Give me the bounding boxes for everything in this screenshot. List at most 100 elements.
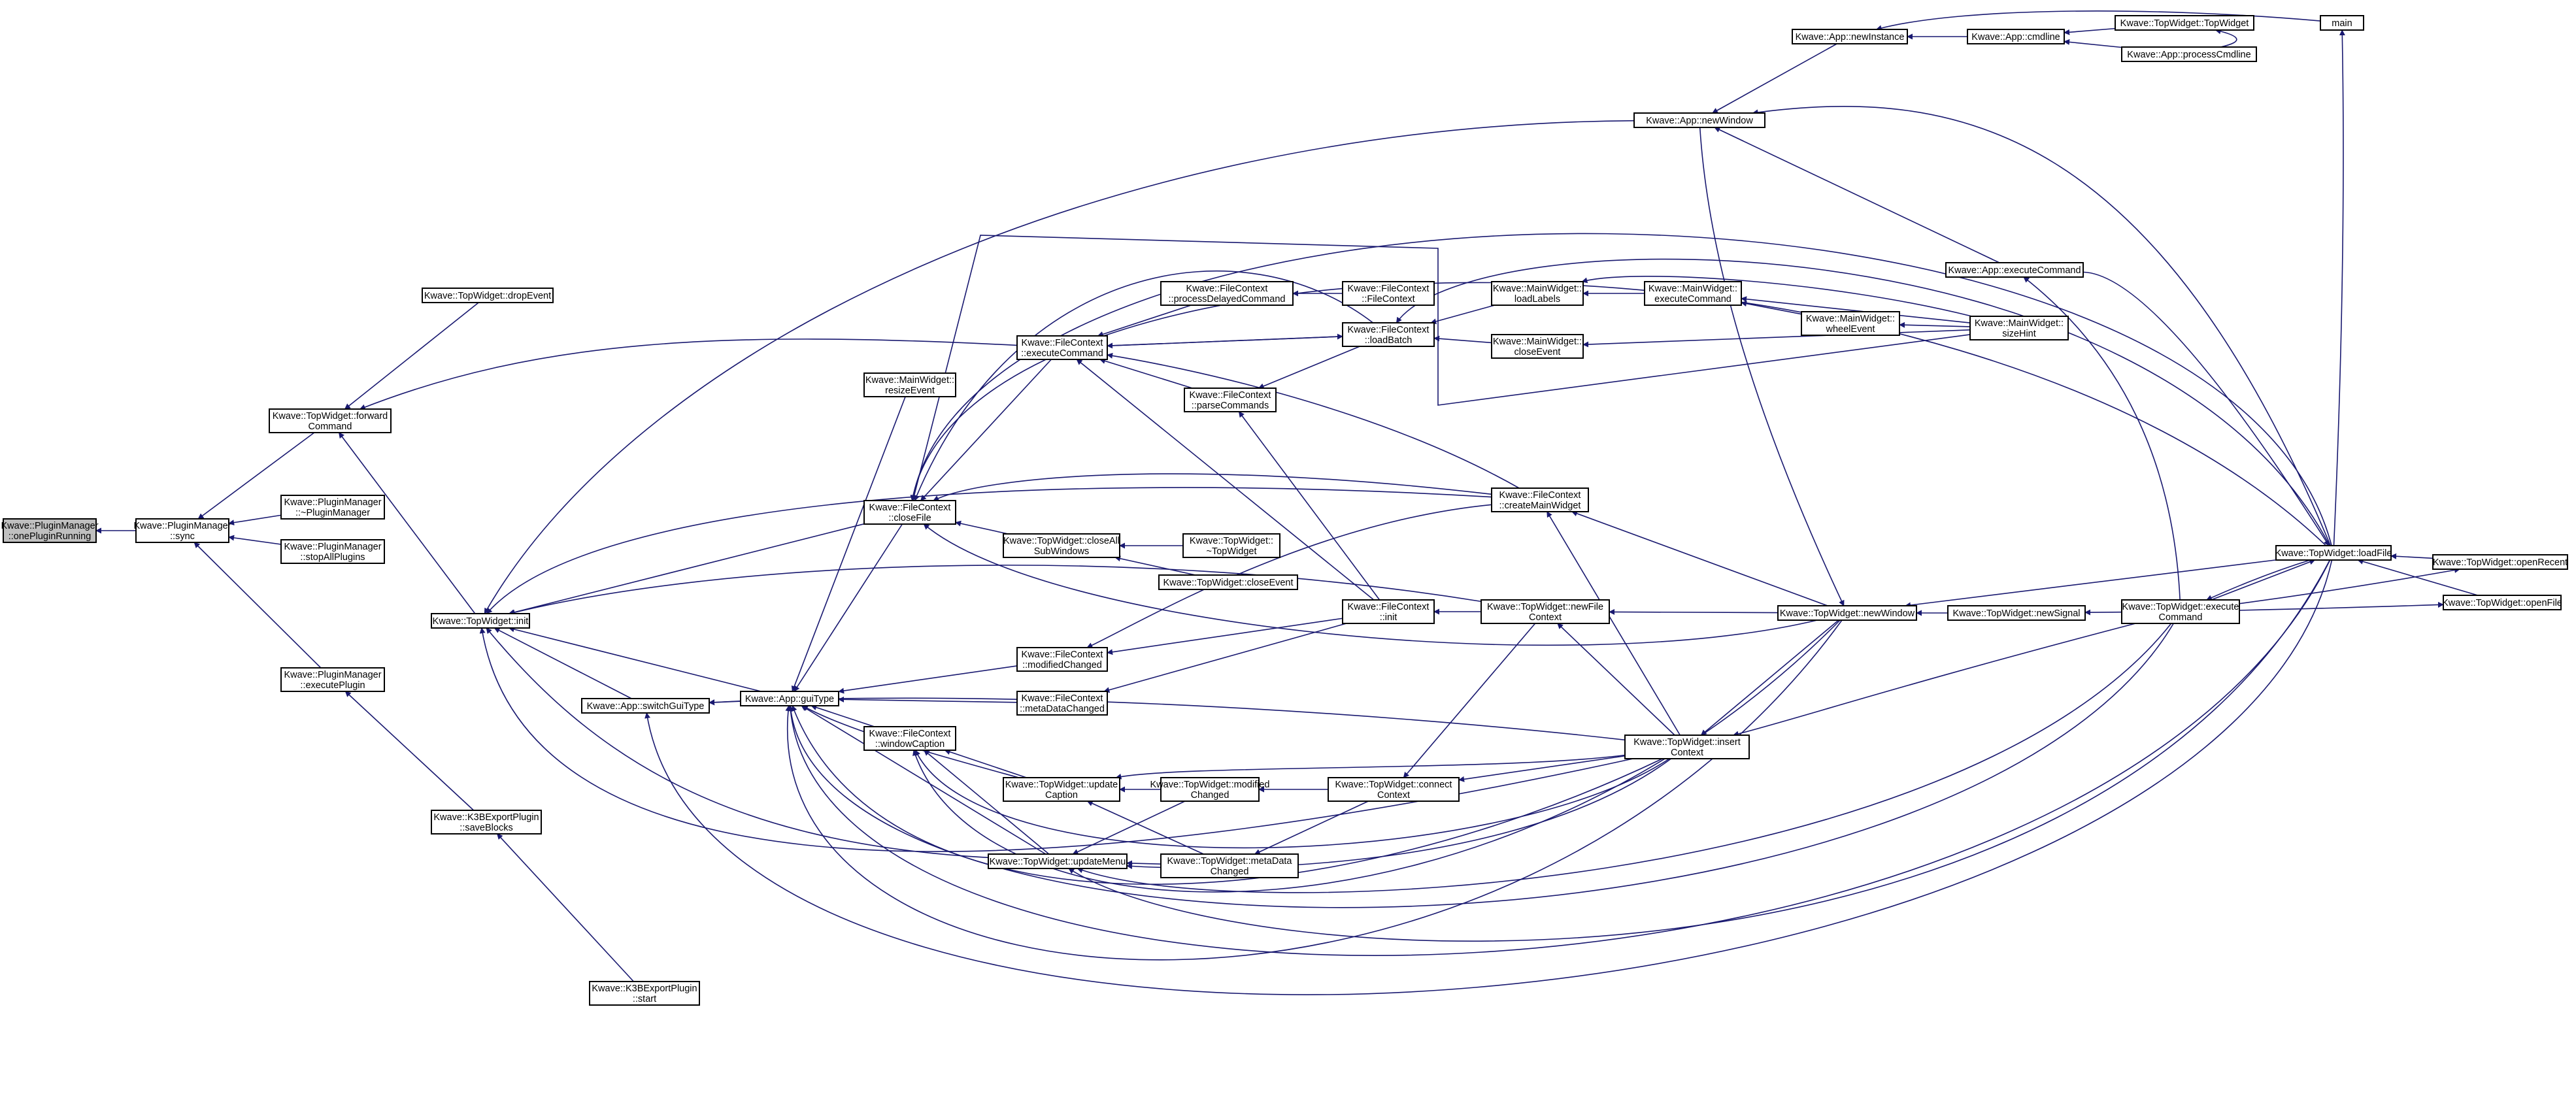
call-edge xyxy=(791,396,906,692)
node-mw-sizehint[interactable]: Kwave::MainWidget::sizeHint xyxy=(1969,316,2069,340)
call-edge xyxy=(1254,801,1369,855)
node-mw-exec[interactable]: Kwave::MainWidget::executeCommand xyxy=(1644,281,1742,306)
call-edge xyxy=(1700,620,1839,736)
node-label: ::executeCommand xyxy=(1021,348,1103,359)
node-label: Kwave::FileContext xyxy=(1022,338,1103,348)
node-tw-openrecent[interactable]: Kwave::TopWidget::openRecent xyxy=(2432,554,2568,570)
call-edge xyxy=(911,235,1971,501)
call-edge xyxy=(2064,39,2122,48)
node-onePluginRunning[interactable]: Kwave::PluginManager::onePluginRunning xyxy=(1,518,99,543)
node-tw-openfile[interactable]: Kwave::TopWidget::openFile xyxy=(2442,595,2562,610)
node-tw-metachg[interactable]: Kwave::TopWidget::metaDataChanged xyxy=(1160,853,1299,878)
call-edge xyxy=(1752,106,2332,546)
node-tw-dtor[interactable]: Kwave::TopWidget::~TopWidget xyxy=(1182,533,1280,558)
node-app-gui[interactable]: Kwave::App::guiType xyxy=(740,691,839,706)
call-edge xyxy=(479,627,1633,852)
call-edge xyxy=(1086,504,1492,648)
node-box xyxy=(422,288,554,303)
node-tw-execute[interactable]: Kwave::TopWidget::executeCommand xyxy=(2121,599,2240,624)
node-label: Kwave::K3BExportPlugin xyxy=(433,812,539,823)
call-edge xyxy=(486,487,1492,614)
node-label: Kwave::FileContext xyxy=(1022,650,1103,660)
call-edges xyxy=(95,10,2478,995)
call-edge xyxy=(910,282,2327,546)
node-fc-wincap[interactable]: Kwave::FileContext::windowCaption xyxy=(863,726,956,751)
node-app-newwin[interactable]: Kwave::App::newWindow xyxy=(1633,112,1765,128)
node-label: Kwave::FileContext xyxy=(1348,325,1430,335)
node-label: ::sync xyxy=(170,531,195,542)
node-app-proccmd[interactable]: Kwave::App::processCmdline xyxy=(2121,46,2257,62)
node-label: sizeHint xyxy=(2002,329,2036,339)
node-tw-init[interactable]: Kwave::TopWidget::init xyxy=(431,613,530,629)
node-fc-exec[interactable]: Kwave::FileContext::executeCommand xyxy=(1016,335,1108,360)
node-label: Kwave::TopWidget::newWindow xyxy=(1780,608,1915,619)
node-mw-wheel[interactable]: Kwave::MainWidget::wheelEvent xyxy=(1801,311,1900,336)
call-edge xyxy=(1396,258,2330,546)
node-tw-newsignal[interactable]: Kwave::TopWidget::newSignal xyxy=(1947,605,2086,621)
call-edge xyxy=(785,620,1843,961)
node-box xyxy=(135,518,229,543)
node-box xyxy=(3,518,97,543)
node-tw-updmenu[interactable]: Kwave::TopWidget::updateMenu xyxy=(988,853,1128,869)
node-fc-parse[interactable]: Kwave::FileContext::parseCommands xyxy=(1184,388,1277,412)
node-fc-createmw[interactable]: Kwave::FileContext::createMainWidget xyxy=(1491,487,1589,512)
node-fc-ctor[interactable]: Kwave::FileContext::FileContext xyxy=(1342,281,1435,306)
node-app-switch[interactable]: Kwave::App::switchGuiType xyxy=(581,698,710,714)
node-fc-procdel[interactable]: Kwave::FileContext::processDelayedComman… xyxy=(1160,281,1294,306)
node-box xyxy=(2443,595,2562,610)
node-pm-exec[interactable]: Kwave::PluginManager::executePlugin xyxy=(280,667,385,692)
node-mw-loadlabels[interactable]: Kwave::MainWidget::loadLabels xyxy=(1491,281,1584,306)
node-main[interactable]: main xyxy=(2320,15,2364,31)
node-pm-dtor[interactable]: Kwave::PluginManager::~PluginManager xyxy=(280,495,385,520)
node-label: ::loadBatch xyxy=(1365,335,1413,346)
call-edge xyxy=(944,749,1027,778)
node-label: Kwave::MainWidget:: xyxy=(1806,314,1895,324)
call-edge xyxy=(1099,358,1193,389)
node-k3b-start[interactable]: Kwave::K3BExportPlugin::start xyxy=(589,981,700,1006)
node-tw-modchg[interactable]: Kwave::TopWidget::modifiedChanged xyxy=(1150,777,1270,802)
node-tw-drop[interactable]: Kwave::TopWidget::dropEvent xyxy=(422,288,554,303)
call-edge xyxy=(1557,623,1675,736)
call-edge xyxy=(497,833,634,982)
node-fc-modchg[interactable]: Kwave::FileContext::modifiedChanged xyxy=(1016,647,1108,672)
node-label: Kwave::FileContext xyxy=(869,729,951,739)
node-box xyxy=(1342,281,1435,306)
node-fc-loadbatch[interactable]: Kwave::FileContext::loadBatch xyxy=(1342,322,1435,347)
call-edge xyxy=(838,665,1018,694)
node-tw-newwin[interactable]: Kwave::TopWidget::newWindow xyxy=(1777,605,1917,621)
node-app-cmdline[interactable]: Kwave::App::cmdline xyxy=(1967,29,2065,44)
node-label: Kwave::TopWidget::newFile xyxy=(1487,602,1603,612)
call-edge xyxy=(486,627,989,859)
call-edge xyxy=(788,623,2174,908)
node-tw-loadfile[interactable]: Kwave::TopWidget::loadFile xyxy=(2275,545,2392,561)
call-edge xyxy=(1905,559,2277,608)
node-pm-stop[interactable]: Kwave::PluginManager::stopAllPlugins xyxy=(280,539,385,564)
node-label: Changed xyxy=(1191,790,1229,801)
node-box xyxy=(2121,46,2257,62)
node-box xyxy=(863,372,956,397)
node-box xyxy=(431,613,530,629)
node-label: Kwave::App::cmdline xyxy=(1971,32,2060,42)
node-mw-close[interactable]: Kwave::MainWidget::closeEvent xyxy=(1491,334,1584,359)
node-tw-closeevt[interactable]: Kwave::TopWidget::closeEvent xyxy=(1158,574,1298,590)
node-fc-metachg[interactable]: Kwave::FileContext::metaDataChanged xyxy=(1016,691,1108,716)
node-mw-resize[interactable]: Kwave::MainWidget::resizeEvent xyxy=(863,372,956,397)
node-box xyxy=(1016,647,1108,672)
node-app-newinst[interactable]: Kwave::App::newInstance xyxy=(1792,29,1908,44)
call-edge xyxy=(484,120,1635,614)
node-label: Kwave::FileContext xyxy=(1022,693,1103,704)
node-pm-sync[interactable]: Kwave::PluginManager::sync xyxy=(133,518,231,543)
node-fc-init[interactable]: Kwave::FileContext::init xyxy=(1342,599,1435,624)
node-app-exec[interactable]: Kwave::App::executeCommand xyxy=(1945,262,2084,278)
call-edge xyxy=(359,339,1018,410)
node-k3b-save[interactable]: Kwave::K3BExportPlugin::saveBlocks xyxy=(431,810,542,834)
node-label: Kwave::TopWidget::connect xyxy=(1335,780,1452,790)
node-tw-ctor[interactable]: Kwave::TopWidget::TopWidget xyxy=(2115,15,2254,31)
node-fc-close[interactable]: Kwave::FileContext::closeFile xyxy=(863,500,956,525)
